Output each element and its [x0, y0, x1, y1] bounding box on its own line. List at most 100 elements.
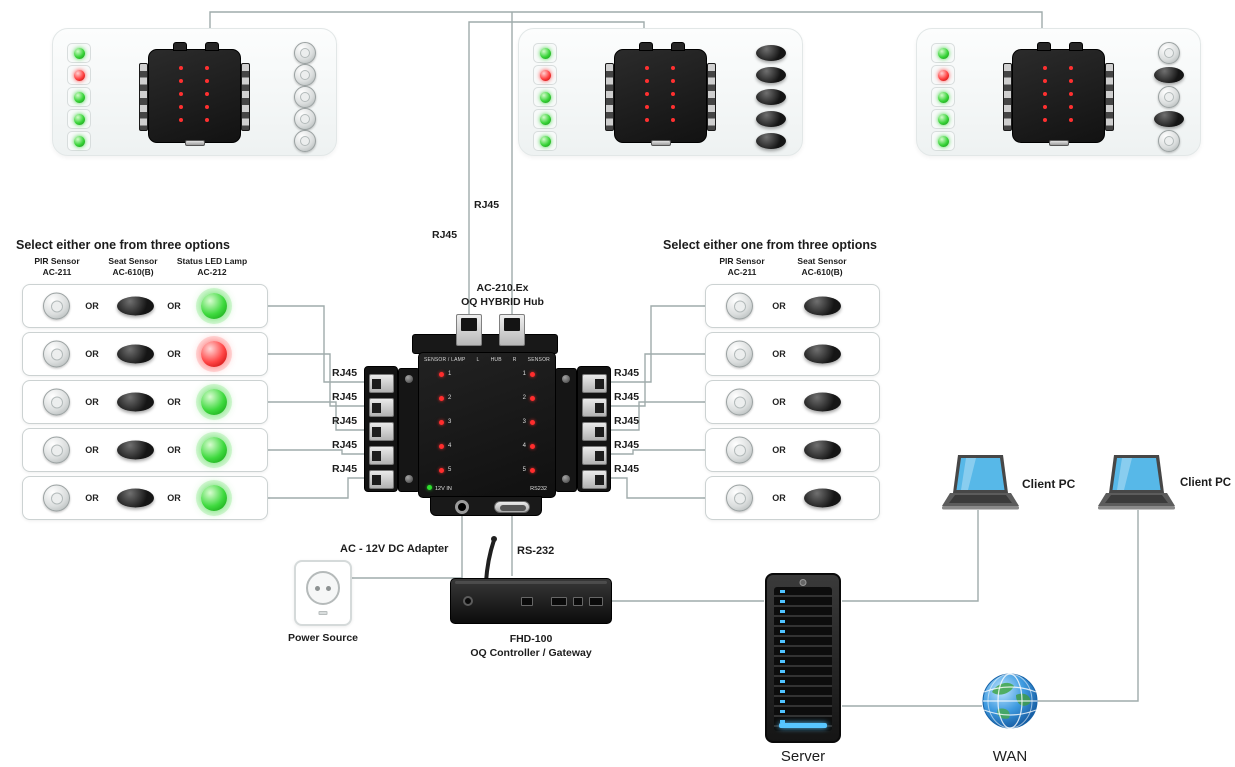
- seat-header-line2: AC-610(B): [801, 267, 843, 278]
- oq-hybrid-hub-device: SENSOR / LAMP L HUB R SENSOR 1 2 3 4 5 1…: [418, 352, 556, 498]
- sensor-icon: [1154, 111, 1184, 127]
- status-led-indicator: [533, 43, 557, 63]
- hub-top-bar: [412, 334, 558, 354]
- hub-right-ports: [707, 63, 716, 131]
- hub-uplink-port: [205, 42, 219, 51]
- red-led-icon: [439, 371, 444, 377]
- seat-sensor-icon: [117, 488, 154, 508]
- status-led-indicator: [931, 87, 955, 107]
- red-led-icon: [439, 443, 444, 449]
- pir-sensor-icon: [726, 292, 753, 320]
- hub-uplink-port: [639, 42, 653, 51]
- hub-led-column: [1069, 66, 1073, 70]
- sensor-icon: [756, 111, 786, 127]
- mini-hub-device: [605, 42, 716, 146]
- screw-icon: [562, 475, 570, 483]
- left-options-title: Select either one from three options: [16, 238, 230, 252]
- screw-icon: [405, 375, 413, 383]
- status-led-indicator: [931, 65, 955, 85]
- column-header-lamp: Status LED Lamp AC-212: [176, 256, 248, 278]
- sensor-icon: [294, 108, 316, 130]
- wan-globe-icon: [982, 673, 1038, 729]
- right-option-cables: [610, 305, 705, 499]
- or-label: OR: [167, 349, 181, 359]
- screw-icon: [405, 475, 413, 483]
- sensor-icon: [756, 89, 786, 105]
- usb-port-icon: [573, 597, 583, 606]
- db9-serial-icon: [494, 501, 530, 513]
- hub-led-row: 2: [523, 395, 535, 401]
- legend-l: L: [476, 357, 480, 363]
- pir-header-line2: AC-211: [42, 267, 72, 278]
- or-label: OR: [167, 301, 181, 311]
- hub-led-column: [179, 66, 183, 70]
- led-icon: [937, 113, 949, 125]
- seat-sensor-icon: [117, 392, 154, 412]
- pir-sensor-icon: [726, 484, 753, 512]
- hub-left-ports: [1003, 63, 1012, 131]
- port-number: 1: [522, 371, 526, 377]
- rj45-label: RJ45: [332, 367, 358, 379]
- hub-title-line1: AC-210.Ex: [476, 282, 529, 294]
- left-option-cables: [268, 305, 365, 499]
- server-led-column: [780, 590, 785, 727]
- pir-sensor-icon: [43, 292, 70, 320]
- led-icon: [73, 135, 85, 147]
- seat-sensor-icon: [117, 344, 154, 364]
- status-led-indicator: [67, 65, 91, 85]
- or-label: OR: [85, 445, 99, 455]
- serial-port-label: RS232: [530, 485, 547, 492]
- status-led-indicator: [931, 109, 955, 129]
- hub-led-row: 1: [439, 371, 451, 377]
- or-label: OR: [167, 397, 181, 407]
- clientpc1-cable: [842, 510, 979, 602]
- hub-uplink-port-r: [499, 314, 525, 346]
- led-icon: [539, 135, 551, 147]
- right-options-title: Select either one from three options: [663, 238, 877, 252]
- hub-serial-port: [1048, 140, 1069, 146]
- or-label: OR: [85, 397, 99, 407]
- led-icon: [73, 113, 85, 125]
- led-icon: [539, 91, 551, 103]
- rj45-label: RJ45: [332, 439, 358, 451]
- client-pc-2-label: Client PC: [1180, 477, 1232, 489]
- status-led-lamp-icon: [201, 437, 227, 463]
- hub-led-row: 4: [523, 443, 535, 449]
- wan-label: WAN: [992, 748, 1028, 765]
- legend-sensor: SENSOR: [527, 357, 550, 363]
- rj45-port: [582, 398, 607, 417]
- column-header-seat: Seat Sensor AC-610(B): [790, 256, 854, 278]
- port-number: 2: [448, 395, 452, 401]
- power-outlet-icon: [306, 571, 340, 605]
- rj45-label: RJ45: [332, 415, 358, 427]
- pir-header-line1: PIR Sensor: [34, 256, 80, 266]
- status-led-indicator: [67, 109, 91, 129]
- sensor-icon: [294, 42, 316, 64]
- port-number: 1: [448, 371, 452, 377]
- sensor-icon: [1158, 86, 1180, 108]
- antenna-tip: [491, 536, 497, 542]
- rj45-port: [582, 470, 607, 489]
- hub-right-port-strip: [577, 366, 611, 492]
- status-led-indicator: [533, 65, 557, 85]
- lamp-header-line1: Status LED Lamp: [176, 256, 248, 266]
- right-option-row-2: OR: [705, 332, 880, 376]
- left-option-row-5: OR OR: [22, 476, 268, 520]
- seat-header-line1: Seat Sensor: [108, 256, 158, 266]
- port-number: 5: [522, 467, 526, 473]
- column-header-seat: Seat Sensor AC-610(B): [103, 256, 163, 278]
- status-led-indicator: [67, 43, 91, 63]
- room-panel-1: [52, 28, 337, 156]
- room-panel-3: [916, 28, 1201, 156]
- sensor-icon: [294, 64, 316, 86]
- status-led-lamp-icon: [201, 293, 227, 319]
- server-power-button: [799, 579, 807, 586]
- adapter-label: AC - 12V DC Adapter: [340, 543, 449, 555]
- hub-uplink-port: [173, 42, 187, 51]
- pir-header-line2: AC-211: [727, 267, 757, 278]
- sensor-icon: [756, 133, 786, 149]
- right-option-row-4: OR: [705, 428, 880, 472]
- hub-led-column: [1043, 66, 1047, 70]
- client-pc-1-icon: [942, 455, 1019, 510]
